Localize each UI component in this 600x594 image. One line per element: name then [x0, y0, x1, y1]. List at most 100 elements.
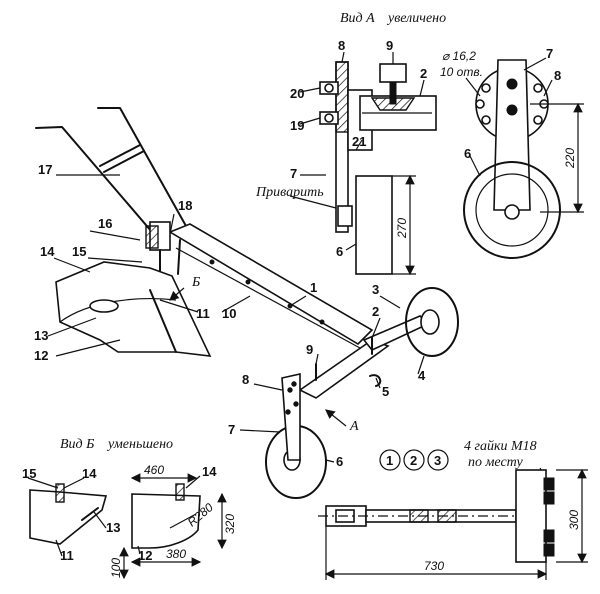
clamp-u-bolt: [369, 374, 382, 387]
part-label-main-3: 14: [40, 244, 55, 259]
vb-share-bolt: [81, 507, 99, 521]
beam-holes: [209, 259, 325, 325]
side-labels: 786: [464, 46, 561, 161]
circled-part-ring-3: [427, 449, 449, 471]
circled-part-ring-1: [379, 449, 401, 471]
vb-share-rib: [55, 483, 65, 503]
circled-part-2: 2: [410, 453, 417, 468]
view-a-labels: 8 9 20 2 19 21 7 6: [290, 38, 427, 259]
part-label-view_b-4: 14: [202, 464, 217, 479]
part-label-view_b-5: 12: [138, 548, 152, 563]
part-label-main-16: 7: [228, 422, 235, 437]
part-label-main-2: 18: [178, 198, 192, 213]
frame-dim-730-label: 730: [424, 559, 444, 573]
view-a-note: увеличено: [386, 11, 446, 26]
part-label-main-0: 17: [38, 162, 52, 177]
part-label-view_b-3: 11: [60, 548, 74, 563]
vb-dim-380-label: 380: [166, 547, 186, 561]
wheel-right: [405, 287, 459, 357]
va-wheel: [355, 175, 393, 275]
frame-upright: [515, 469, 547, 563]
view-a-title: Вид А: [340, 11, 375, 26]
part-label-view_a-1: 9: [386, 38, 393, 53]
va-dim-270-ext: [392, 175, 416, 275]
part-label-view_a-0: 8: [338, 38, 345, 53]
handle-cross: [99, 144, 141, 167]
part-label-side-1: 8: [554, 68, 561, 83]
holes-label: ⌀ 16,2: [442, 49, 476, 63]
view-b-note: уменьшено: [106, 437, 173, 452]
circled-part-1: 1: [386, 453, 393, 468]
wheel-right-hub: [420, 309, 440, 335]
handle-cross-2: [103, 150, 145, 173]
side-wheel-hub: [504, 204, 520, 220]
arrow-b-label: Б: [191, 275, 200, 290]
part-label-main-1: 16: [98, 216, 112, 231]
side-bracket: [493, 59, 531, 211]
part-label-main-14: 9: [306, 342, 313, 357]
part-label-main-9: 1: [310, 280, 317, 295]
clamp-block: [145, 225, 159, 249]
frame-nuts: [543, 477, 555, 557]
view-b-title: Вид Б: [60, 437, 94, 452]
vb-dim-460-label: 460: [144, 463, 164, 477]
arrow-a-label: А: [349, 419, 359, 434]
side-dim-220-label: 220: [563, 148, 577, 169]
holes-count-label: 10 отв.: [440, 65, 483, 79]
part-label-main-10: 3: [372, 282, 379, 297]
part-label-view_a-3: 2: [420, 66, 427, 81]
part-label-view_a-6: 7: [290, 166, 297, 181]
arrow-a-line: [325, 409, 347, 427]
leaders-view-a: [289, 51, 425, 251]
leaders-main: [47, 174, 425, 463]
frame-dim-730-ext: [325, 526, 547, 580]
bracket-bolts: [285, 381, 299, 415]
part-label-main-8: 10: [222, 306, 236, 321]
mouldboard: [55, 261, 212, 357]
vb-radius-line: [169, 513, 197, 529]
frame-dim-300-label: 300: [567, 510, 581, 530]
frame-dim-300-ext: [556, 469, 588, 563]
part-label-main-4: 15: [72, 244, 86, 259]
side-view: ⌀ 16,2 10 отв. 220 786: [440, 46, 584, 259]
va-saddle: [370, 97, 416, 111]
vb-mouldboard: [131, 493, 201, 549]
part-label-view_a-2: 20: [290, 86, 304, 101]
side-dim-220-ext: [530, 103, 584, 213]
part-label-view_a-4: 19: [290, 118, 304, 133]
mouldboard-edge: [59, 298, 177, 323]
handle-right: [97, 107, 187, 227]
side-wheel-rim: [475, 173, 549, 247]
side-bolts: [506, 78, 518, 116]
part-label-main-17: 6: [336, 454, 343, 469]
post-column: [159, 239, 181, 275]
axle-tube: [298, 339, 390, 399]
part-label-view_a-5: 21: [352, 134, 366, 149]
part-label-view_b-1: 14: [82, 466, 97, 481]
part-label-main-6: 12: [34, 348, 48, 363]
vb-share-left: [29, 489, 108, 545]
nuts-note: по месту: [468, 455, 523, 470]
main-beam: [168, 223, 374, 346]
va-weld-label: Приварить: [255, 185, 324, 200]
part-label-main-15: 8: [242, 372, 249, 387]
part-label-main-7: 11: [196, 306, 210, 321]
part-label-view_a-7: 6: [336, 244, 343, 259]
part-label-main-13: 5: [382, 384, 389, 399]
vb-dim-100-label: 100: [109, 558, 123, 578]
vb-mouldboard-rib: [175, 483, 185, 501]
arrow-b-line: [169, 287, 185, 301]
handle-left: [35, 126, 153, 233]
vb-dim-320-label: 320: [223, 514, 237, 534]
leaders-side: [465, 57, 553, 177]
part-label-view_b-0: 15: [22, 466, 36, 481]
nuts-label: 4 гайки М18: [464, 439, 537, 454]
